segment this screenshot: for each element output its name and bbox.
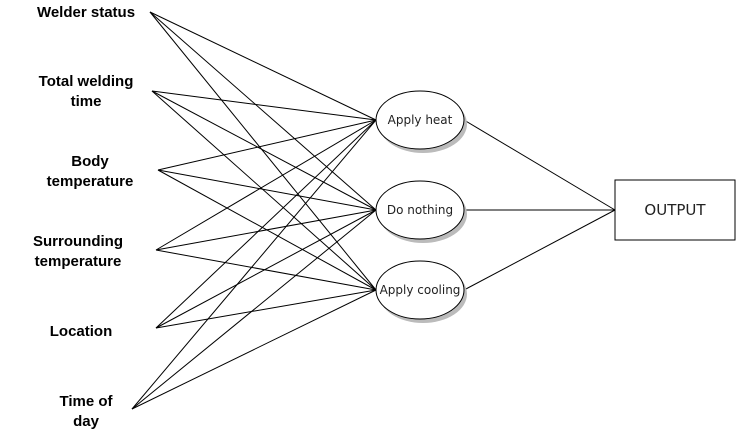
input-labels: Welder status Total welding time Body te… xyxy=(33,4,135,430)
output-box xyxy=(614,179,736,241)
action-node-apply-cooling: Apply cooling xyxy=(375,260,467,323)
input-label-total-welding-time: Total welding xyxy=(39,73,134,90)
edge-input-3-action-2 xyxy=(155,249,377,291)
edge-input-1-action-1 xyxy=(151,90,377,211)
input-label-surrounding-temperature-line2: temperature xyxy=(35,253,122,270)
node-ellipse xyxy=(375,260,465,320)
edge-input-2-action-1 xyxy=(157,169,377,211)
edge-input-0-action-1 xyxy=(149,11,377,211)
edge-input-2-action-0 xyxy=(157,119,377,171)
output-node: OUTPUT xyxy=(614,179,736,241)
edge-input-3-action-0 xyxy=(155,119,377,251)
action-node-apply-heat: Apply heat xyxy=(375,90,467,153)
action-label-apply-cooling: Apply cooling xyxy=(380,283,461,297)
connection-lines xyxy=(131,11,616,410)
input-label-surrounding-temperature: Surrounding xyxy=(33,233,123,250)
input-label-total-welding-time-line2: time xyxy=(71,93,102,110)
output-label: OUTPUT xyxy=(644,201,706,219)
edge-input-0-action-2 xyxy=(149,11,377,291)
action-nodes: Apply heat Do nothing Apply cooling xyxy=(375,90,467,323)
edge-input-5-action-0 xyxy=(131,119,377,410)
edge-input-1-action-2 xyxy=(151,90,377,291)
edge-input-3-action-1 xyxy=(155,209,377,251)
input-label-location: Location xyxy=(50,323,113,340)
edge-input-4-action-0 xyxy=(155,119,377,329)
edge-input-4-action-1 xyxy=(155,209,377,329)
edge-input-5-action-1 xyxy=(131,209,377,410)
edge-input-1-action-0 xyxy=(151,90,377,121)
edge-action-0-output xyxy=(463,119,616,211)
action-node-do-nothing: Do nothing xyxy=(375,180,467,243)
input-label-body-temperature: Body xyxy=(71,153,109,170)
input-label-welder-status: Welder status xyxy=(37,4,135,21)
action-label-apply-heat: Apply heat xyxy=(388,113,453,127)
input-label-time-of-day: Time of xyxy=(59,393,113,410)
edge-input-0-action-0 xyxy=(149,11,377,121)
edge-input-5-action-2 xyxy=(131,289,377,410)
edge-action-2-output xyxy=(463,209,616,291)
input-label-body-temperature-line2: temperature xyxy=(47,173,134,190)
input-label-time-of-day-line2: day xyxy=(73,413,100,430)
node-ellipse xyxy=(375,90,465,150)
node-ellipse xyxy=(375,180,465,240)
edge-input-4-action-2 xyxy=(155,289,377,329)
action-label-do-nothing: Do nothing xyxy=(387,203,453,217)
